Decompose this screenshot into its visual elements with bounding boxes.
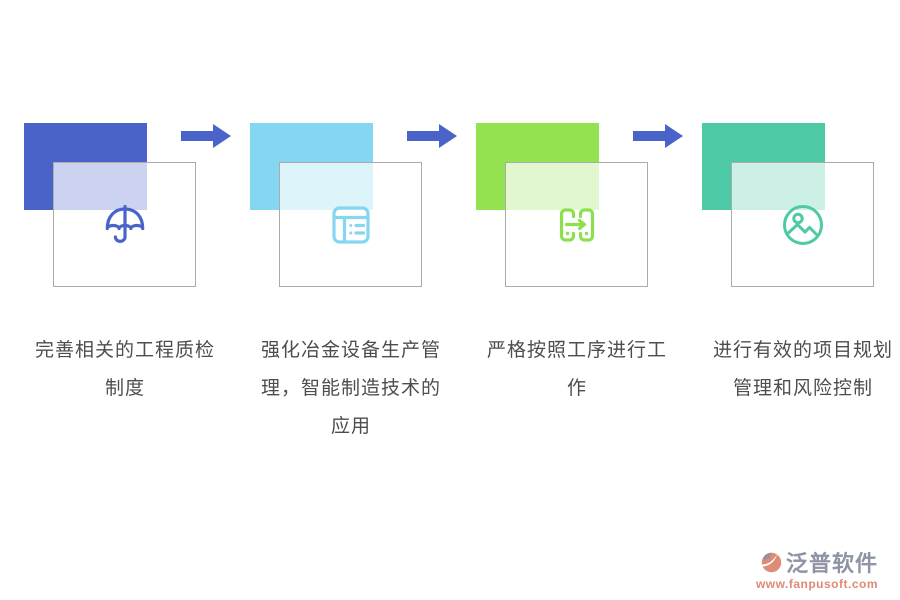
step-2-icon-box xyxy=(279,162,422,287)
step-1: 完善相关的工程质检制度 xyxy=(24,123,250,453)
flow-arrow-icon xyxy=(181,124,231,148)
step-3: 严格按照工序进行工作 xyxy=(476,123,702,453)
step-1-icon-box xyxy=(53,162,196,287)
step-1-caption: 完善相关的工程质检制度 xyxy=(34,340,215,399)
step-4-icon-box xyxy=(731,162,874,287)
watermark-logo: 泛普软件 www.fanpusoft.com xyxy=(756,546,878,591)
flow-arrow-icon xyxy=(407,124,457,148)
step-4: 进行有效的项目规划管理和风险控制 xyxy=(702,123,900,453)
step-4-caption: 进行有效的项目规划管理和风险控制 xyxy=(712,340,893,399)
image-icon xyxy=(782,204,823,245)
step-2: 强化冶金设备生产管理，智能制造技术的应用 xyxy=(250,123,476,453)
fanpu-logo-icon xyxy=(761,552,782,572)
umbrella-icon xyxy=(105,204,144,243)
brand-name: 泛普软件 xyxy=(785,551,878,576)
step-2-caption: 强化冶金设备生产管理，智能制造技术的应用 xyxy=(260,340,441,437)
step-3-caption: 严格按照工序进行工作 xyxy=(486,340,667,399)
table-list-icon xyxy=(331,205,370,244)
flow-arrow-icon xyxy=(633,124,683,148)
transfer-arrow-icon xyxy=(559,207,594,242)
step-3-icon-box xyxy=(505,162,648,287)
brand-url: www.fanpusoft.com xyxy=(755,577,878,591)
